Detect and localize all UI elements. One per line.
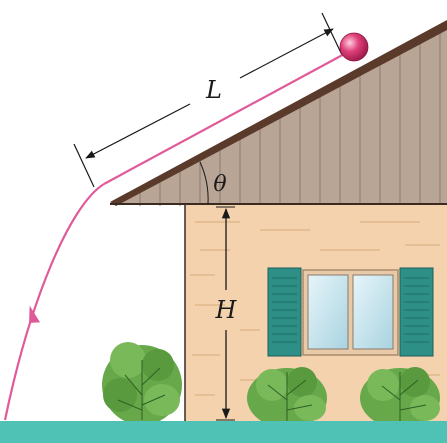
trajectory-arrowhead — [29, 305, 41, 323]
height-label: H — [215, 296, 238, 324]
length-arrow-left — [85, 103, 191, 159]
length-label: L — [205, 76, 222, 104]
window — [267, 267, 434, 357]
right-shutter — [399, 267, 434, 357]
ball-path-on-roof — [103, 51, 349, 185]
roof-edge — [110, 20, 447, 206]
window-pane-right — [352, 274, 394, 350]
length-dimension — [73, 12, 343, 188]
bush-right — [360, 367, 440, 428]
bush-middle — [247, 367, 327, 428]
height-dimension — [216, 206, 235, 421]
window-pane-left — [307, 274, 349, 350]
ground — [0, 421, 447, 443]
ball-trajectory — [3, 183, 105, 421]
angle-label: θ — [213, 172, 226, 197]
roof — [110, 20, 447, 206]
wall-brick-strokes — [190, 221, 440, 396]
length-arrow-right — [239, 28, 334, 79]
ball — [339, 32, 369, 62]
left-shutter — [267, 267, 302, 357]
bush-left — [102, 342, 182, 425]
roof-siding-lines — [139, 31, 441, 206]
angle-arc — [199, 161, 209, 205]
